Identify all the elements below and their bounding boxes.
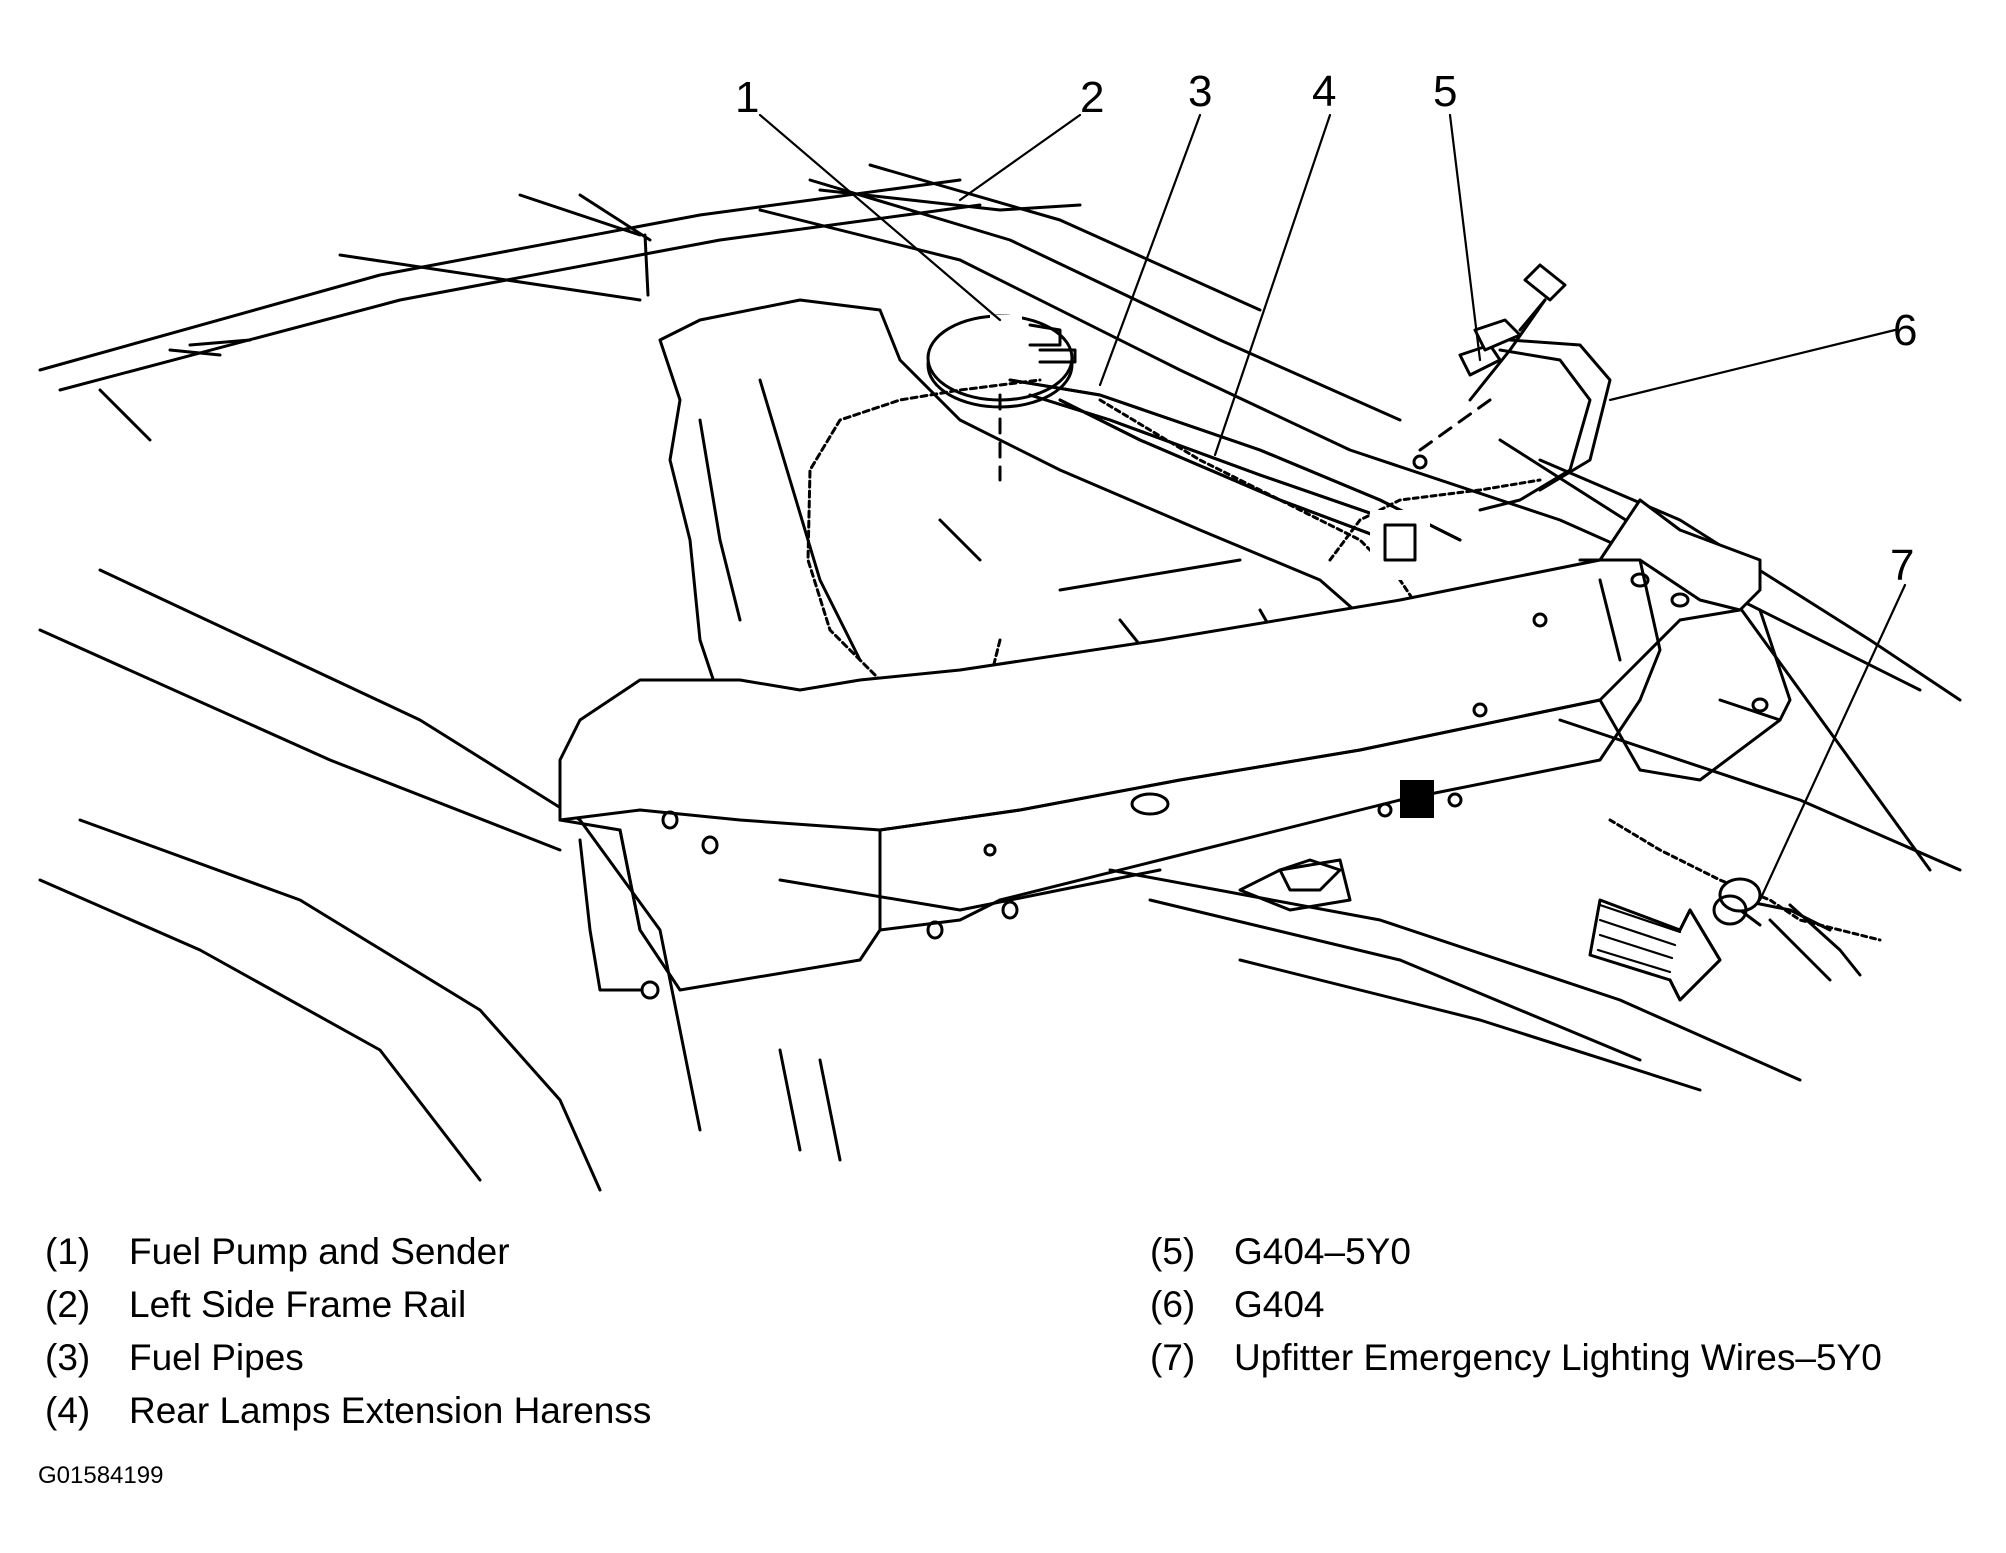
forward-arrow-icon xyxy=(1588,898,1722,1002)
legend-number: (6) xyxy=(1150,1283,1196,1325)
callout-numbers: 1 2 3 4 5 6 7 xyxy=(735,67,1917,590)
callout-5: 5 xyxy=(1433,67,1457,116)
callout-2: 2 xyxy=(1080,73,1104,122)
g404-ground xyxy=(1412,263,1612,512)
legend-number: (3) xyxy=(45,1336,91,1378)
legend-number: (5) xyxy=(1150,1230,1196,1272)
figure-id: G01584199 xyxy=(38,1462,164,1489)
legend-number: (4) xyxy=(45,1389,91,1431)
legend-label: Left Side Frame Rail xyxy=(129,1283,467,1325)
callout-3: 3 xyxy=(1188,67,1212,116)
rear-lamps-harness xyxy=(1098,398,1542,682)
callout-7: 7 xyxy=(1890,541,1914,590)
legend-item: (6) G404 xyxy=(1150,1278,1882,1331)
leader-lines xyxy=(758,113,1907,902)
legend-item: (4) Rear Lamps Extension Harenss xyxy=(45,1384,651,1437)
rear-crossmember xyxy=(558,498,1792,1000)
parts-legend: (1) Fuel Pump and Sender (2) Left Side F… xyxy=(0,1225,2006,1455)
callout-4: 4 xyxy=(1312,67,1336,116)
legend-item: (2) Left Side Frame Rail xyxy=(45,1278,651,1331)
callout-6: 6 xyxy=(1893,306,1917,355)
legend-label: Upfitter Emergency Lighting Wires–5Y0 xyxy=(1234,1336,1882,1378)
upfitter-wires xyxy=(1608,818,1882,982)
legend-item: (3) Fuel Pipes xyxy=(45,1331,651,1384)
legend-label: G404 xyxy=(1234,1283,1325,1325)
legend-label: Fuel Pump and Sender xyxy=(129,1230,510,1272)
legend-label: Fuel Pipes xyxy=(129,1336,304,1378)
legend-number: (7) xyxy=(1150,1336,1196,1378)
legend-item: (1) Fuel Pump and Sender xyxy=(45,1225,651,1278)
legend-label: G404–5Y0 xyxy=(1234,1230,1411,1272)
legend-item: (5) G404–5Y0 xyxy=(1150,1225,1882,1278)
legend-item: (7) Upfitter Emergency Lighting Wires–5Y… xyxy=(1150,1331,1882,1384)
vehicle-underbody-diagram: 1 2 3 4 5 6 7 xyxy=(38,67,1962,1192)
body-outline-lines xyxy=(38,163,1962,1192)
legend-number: (1) xyxy=(45,1230,91,1272)
fuel-pump-sender xyxy=(926,314,1077,642)
legend-label: Rear Lamps Extension Harenss xyxy=(129,1389,652,1431)
legend-column-right: (5) G404–5Y0 (6) G404 (7) Upfitter Emerg… xyxy=(1150,1225,1882,1384)
callout-1: 1 xyxy=(735,73,759,122)
legend-column-left: (1) Fuel Pump and Sender (2) Left Side F… xyxy=(45,1225,651,1437)
legend-number: (2) xyxy=(45,1283,91,1325)
